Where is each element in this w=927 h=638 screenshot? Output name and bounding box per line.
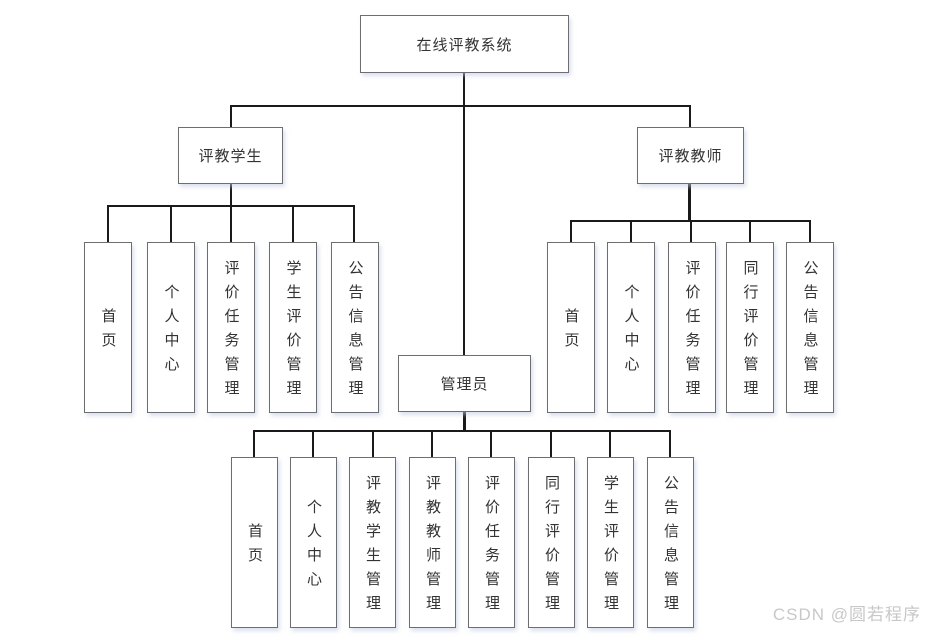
node-teacher-profile-center: 个人中心 [607,242,655,413]
connector-bottom-stub [609,430,611,458]
connector-student-drop [230,183,232,206]
node-label: 公告信息管理 [346,260,364,404]
connector-admin-drop [463,411,466,431]
connector-right-stub [749,220,751,242]
node-label: 公告信息管理 [801,260,819,404]
connector-bottom-stub [550,430,552,458]
node-student-eval-task-mgmt: 评价任务管理 [207,242,255,413]
node-admin-teacher-mgmt: 评教教师管理 [409,457,456,628]
node-admin-student-eval-mgmt: 学生评价管理 [587,457,634,628]
connector-bottom-horizontal [253,430,671,432]
node-teacher-peer-eval-mgmt: 同行评价管理 [726,242,774,413]
node-teacher-branch: 评教教师 [637,127,744,184]
connector-right-stub [570,220,572,242]
node-label: 首页 [562,308,580,356]
node-admin-announcement-mgmt: 公告信息管理 [647,457,694,628]
node-admin-home: 首页 [231,457,278,628]
connector-student-branch-stub [230,105,232,128]
node-admin-eval-task-mgmt: 评价任务管理 [468,457,515,628]
connector-top-horizontal [230,105,691,107]
connector-right-stub [630,220,632,242]
node-label: 个人中心 [622,284,640,380]
connector-teacher-branch-stub [689,105,691,128]
node-root-label: 在线评教系统 [416,36,513,54]
connector-bottom-stub [669,430,671,458]
node-student-home: 首页 [84,242,132,413]
node-teacher-eval-task-mgmt: 评价任务管理 [668,242,716,413]
node-label: 首页 [246,523,263,571]
node-label: 个人中心 [305,499,322,595]
connector-bottom-stub [253,430,255,458]
node-label: 同行评价管理 [543,475,560,619]
connector-root-trunk [463,72,465,355]
node-root-system: 在线评教系统 [360,15,569,73]
connector-bottom-stub [312,430,314,458]
node-label: 学生评价管理 [284,260,302,404]
connector-left-stub [353,205,355,242]
connector-bottom-stub [490,430,492,458]
node-label: 评价任务管理 [483,475,500,619]
node-student-branch-label: 评教学生 [198,148,263,165]
connector-right-stub [690,220,692,242]
node-label: 评教学生管理 [364,475,381,619]
node-teacher-branch-label: 评教教师 [658,148,723,165]
connector-teacher-drop [688,183,691,221]
node-label: 公告信息管理 [662,475,679,619]
csdn-watermark: CSDN @圆若程序 [772,605,921,624]
node-teacher-home: 首页 [547,242,595,413]
connector-bottom-stub [372,430,374,458]
connector-left-stub [292,205,294,242]
node-label: 同行评价管理 [741,260,759,404]
connector-right-stub [809,220,811,242]
node-student-evaluation-mgmt: 学生评价管理 [269,242,317,413]
node-label: 学生评价管理 [602,475,619,619]
node-student-profile-center: 个人中心 [147,242,195,413]
connector-left-stub [170,205,172,242]
node-admin-profile-center: 个人中心 [290,457,337,628]
node-teacher-announcement-mgmt: 公告信息管理 [786,242,834,413]
node-label: 评教教师管理 [424,475,441,619]
connector-bottom-stub [431,430,433,458]
node-admin-branch-label: 管理员 [440,376,489,393]
node-student-branch: 评教学生 [178,127,283,184]
node-student-announcement-mgmt: 公告信息管理 [331,242,379,413]
node-label: 首页 [99,308,117,356]
node-admin-student-mgmt: 评教学生管理 [349,457,396,628]
node-label: 评价任务管理 [683,260,701,404]
node-admin-branch: 管理员 [398,355,531,412]
node-admin-peer-eval-mgmt: 同行评价管理 [528,457,575,628]
node-label: 个人中心 [162,284,180,380]
connector-left-stub [107,205,109,242]
connector-left-stub [230,205,232,242]
node-label: 评价任务管理 [222,260,240,404]
